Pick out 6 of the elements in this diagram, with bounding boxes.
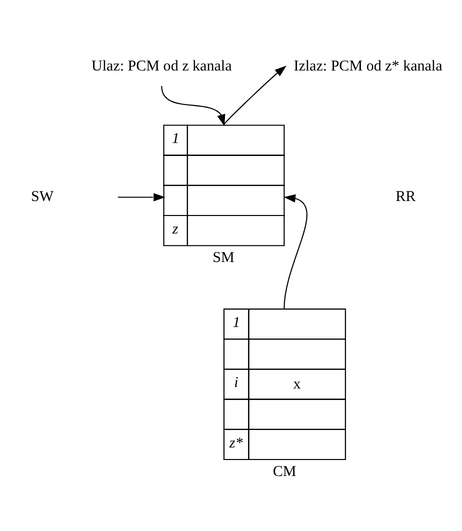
label: SW (30, 189, 54, 206)
node-label: CM (272, 464, 296, 480)
node-text: Izlaz: PCM od z* kanala (293, 58, 442, 75)
label: RR (395, 189, 416, 206)
node-text: Ulaz: PCM od z kanala (91, 58, 232, 75)
node-label: SM (212, 250, 234, 266)
